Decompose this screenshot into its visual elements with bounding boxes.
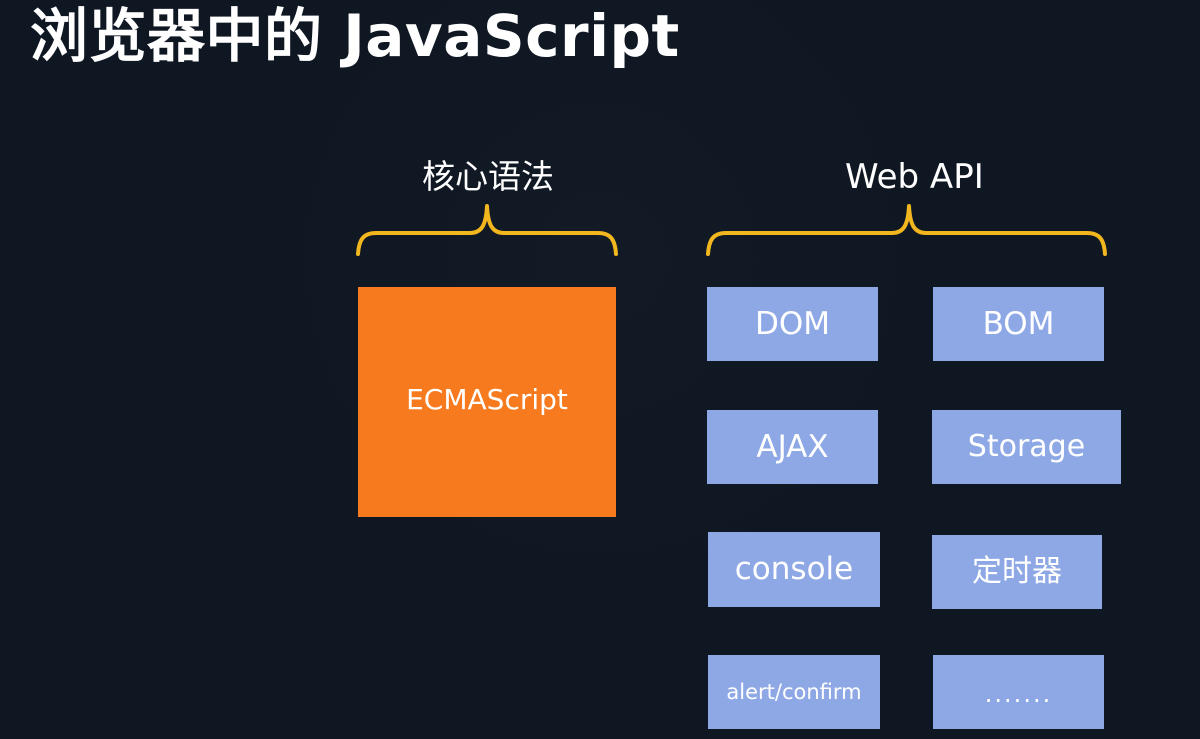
api-label-timer: 定时器 xyxy=(972,554,1062,589)
api-box-dom: DOM xyxy=(707,287,878,361)
core-syntax-label: 核心语法 xyxy=(422,157,554,196)
api-label-console: console xyxy=(734,551,854,587)
left-curly-brace-icon xyxy=(356,204,618,256)
api-box-storage: Storage xyxy=(932,410,1121,484)
api-box-alert-confirm: alert/confirm xyxy=(708,655,880,729)
right-curly-brace-icon xyxy=(706,204,1107,256)
api-box-more: ....... xyxy=(933,655,1104,729)
api-box-timer: 定时器 xyxy=(932,535,1102,609)
api-label-ajax: AJAX xyxy=(756,428,829,465)
ecmascript-box: ECMAScript xyxy=(358,287,616,517)
page-title: 浏览器中的 JavaScript xyxy=(30,2,680,70)
api-label-dom: DOM xyxy=(754,305,831,342)
api-box-bom: BOM xyxy=(933,287,1104,361)
api-label-alert-confirm: alert/confirm xyxy=(726,679,862,704)
ecmascript-label: ECMAScript xyxy=(406,383,568,416)
api-label-more: ....... xyxy=(984,680,1053,708)
api-box-console: console xyxy=(708,532,880,607)
web-api-label: Web API xyxy=(845,157,984,197)
api-label-storage: Storage xyxy=(967,429,1086,464)
api-box-ajax: AJAX xyxy=(707,410,878,484)
api-label-bom: BOM xyxy=(982,305,1055,342)
